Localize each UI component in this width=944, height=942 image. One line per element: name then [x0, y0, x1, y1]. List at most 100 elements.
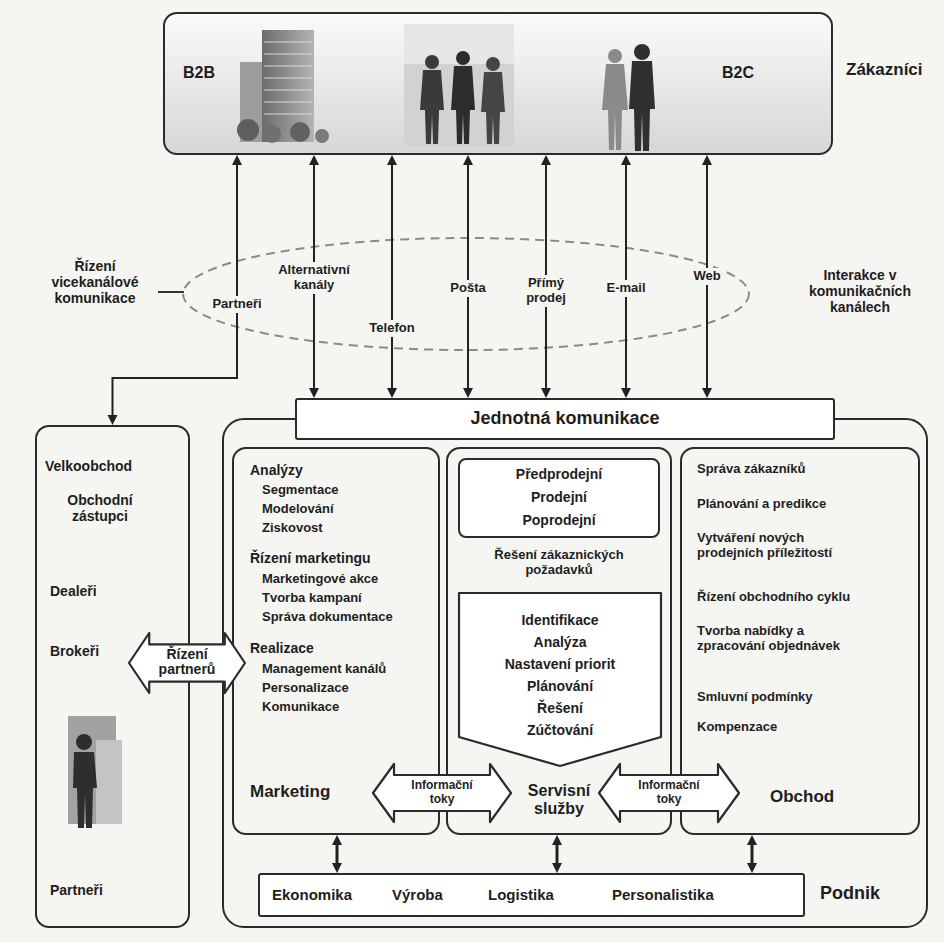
connector: [747, 835, 757, 873]
connector-line: [467, 164, 469, 389]
channel-label: Web: [688, 268, 726, 285]
node-text: Personalizace: [262, 681, 427, 696]
shape-outline: [373, 764, 511, 822]
arrow-head: [541, 155, 551, 165]
node-text: Řešení zákaznických požadavků: [484, 548, 634, 578]
node-text: B2B: [183, 64, 243, 82]
connector-line: [751, 844, 754, 864]
node-text: Modelování: [262, 502, 427, 517]
customer-box: B2BB2CZákazníci: [163, 12, 833, 155]
sales-phase-box: PředprodejníProdejníPoprodejní: [458, 458, 660, 538]
node-text: Brokeři: [50, 643, 125, 659]
channel-label: Partneři: [205, 296, 269, 313]
node-text: Velkoobchod: [45, 458, 185, 474]
shape-outline: [129, 633, 245, 693]
node-text: Zákazníci: [846, 60, 941, 80]
arrow-head: [232, 155, 242, 165]
node-text: Prodejní: [460, 489, 658, 505]
node-text: Analýzy: [250, 462, 420, 478]
arrow-head: [552, 835, 562, 845]
arrow-head: [621, 155, 631, 165]
arrow-head: [387, 155, 397, 165]
node-text: Řízení partnerů: [150, 647, 224, 678]
annotation-label: Řízení vicekanálové komunikace: [30, 258, 160, 306]
node-text: Personalistika: [612, 886, 742, 903]
node-text: Ziskovost: [262, 521, 427, 536]
node-text: Kompenzace: [697, 720, 907, 735]
arrow-head: [702, 155, 712, 165]
arrow-head: [747, 835, 757, 845]
node-text: Plánování: [460, 678, 660, 694]
arrow-head: [621, 388, 631, 398]
node-text: Podnik: [820, 883, 915, 904]
connector-line: [625, 164, 627, 389]
node-text: Řešení: [460, 700, 660, 716]
node-text: Vytváření nových prodejních příležitostí: [697, 531, 872, 561]
node-text: Jednotná komunikace: [297, 408, 833, 429]
node-text: Tvorba nabídky a zpracování objednávek: [697, 624, 872, 654]
arrow-head: [332, 863, 342, 873]
enterprise-bar: EkonomikaVýrobaLogistikaPersonalistika: [258, 873, 805, 917]
node-text: Obchodní zástupci: [45, 492, 155, 524]
connector: [387, 155, 397, 398]
arrow-head: [552, 863, 562, 873]
channel-label: E-mail: [599, 280, 653, 297]
communication-band: Jednotná komunikace: [295, 398, 835, 440]
node-text: Výroba: [392, 886, 472, 903]
request-pentagon: IdentifikaceAnalýzaNastavení prioritPlán…: [458, 592, 662, 767]
node-text: Informační toky: [404, 779, 480, 807]
channel-ellipse: [183, 238, 749, 350]
info-flow-arrow: Informační toky: [372, 763, 512, 823]
node-text: Tvorba kampaní: [262, 591, 427, 606]
shape-outline: [599, 764, 739, 822]
node-text: Marketingové akce: [262, 572, 427, 587]
node-text: Plánování a predikce: [697, 497, 907, 512]
node-text: Předprodejní: [460, 466, 658, 482]
node-text: Partneři: [50, 882, 150, 898]
node-text: Management kanálů: [262, 662, 427, 677]
arrow-head: [702, 388, 712, 398]
node-text: Dealeři: [50, 583, 150, 599]
channel-label: Přímý prodej: [516, 275, 576, 307]
arrow-head: [108, 415, 118, 425]
node-text: Zúčtování: [460, 722, 660, 738]
channel-label: Pošta: [444, 280, 492, 297]
node-text: Segmentace: [262, 483, 427, 498]
arrow-head: [747, 863, 757, 873]
enterprise-box: PodnikJednotná komunikaceAnalýzySegmenta…: [222, 418, 928, 928]
shape-outline: [459, 593, 661, 766]
node-text: Nastavení priorit: [460, 656, 660, 672]
building-picture: [237, 30, 329, 143]
node-text: Ekonomika: [272, 886, 372, 903]
arrow-head: [309, 388, 319, 398]
node-text: Obchod: [770, 787, 870, 807]
connector-line: [556, 844, 559, 864]
node-text: Marketing: [250, 782, 350, 802]
node-text: Servisní služby: [509, 782, 609, 819]
channel-label: Alternativní kanály: [269, 262, 359, 294]
persons-picture: [602, 44, 655, 151]
node-text: Správa dokumentace: [262, 610, 427, 625]
node-text: Správa zákazníků: [697, 462, 907, 477]
arrow-head: [541, 388, 551, 398]
node-text: Řízení marketingu: [250, 550, 430, 566]
node-text: B2C: [722, 64, 782, 82]
connector-line: [336, 844, 339, 864]
node-text: Smluvní podmínky: [697, 690, 907, 705]
connector: [332, 835, 342, 873]
annotation-label: Interakce v komunikačních kanálech: [790, 267, 930, 315]
connector: [463, 155, 473, 398]
leader-line: [158, 291, 184, 293]
connector-line: [391, 164, 393, 389]
arrow-head: [309, 155, 319, 165]
node-text: Informační toky: [631, 779, 707, 807]
partner-picture: [68, 716, 122, 828]
connector: [552, 835, 562, 873]
customer-panel-fill: [164, 13, 832, 154]
node-text: Analýza: [460, 634, 660, 650]
partner-arrow: Řízení partnerů: [128, 632, 246, 694]
arrow-head: [332, 835, 342, 845]
node-text: Realizace: [250, 640, 420, 656]
node-text: Identifikace: [460, 612, 660, 628]
node-text: Poprodejní: [460, 512, 658, 528]
